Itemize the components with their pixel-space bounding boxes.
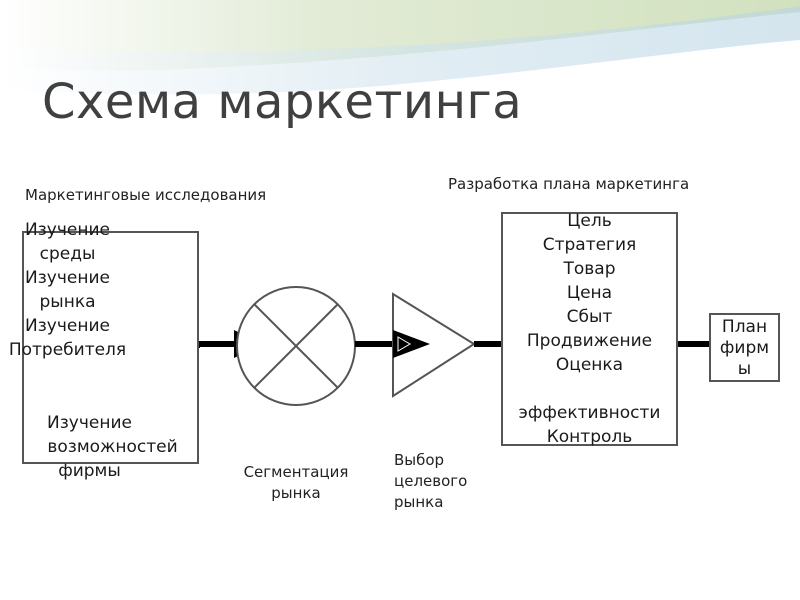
target-caption-line: Выбор xyxy=(394,451,445,469)
research-line: Изучение xyxy=(47,413,132,433)
research-bottom-group: Изучение возможностей фирмы xyxy=(24,411,197,483)
segmentation-caption-line: рынка xyxy=(271,484,321,502)
arrow-glyph-target xyxy=(397,336,411,352)
research-line: Изучение xyxy=(25,220,110,240)
plan-line xyxy=(503,377,676,401)
research-box: Изучение среды Изучение рынка Изучение П… xyxy=(9,220,199,481)
plan-line: Продвижение xyxy=(526,331,653,351)
segmentation-caption: Сегментация рынка xyxy=(232,462,360,504)
plan-box: Цель Стратегия Товар Цена Сбыт Продвижен… xyxy=(501,209,678,449)
plan-line: Контроль xyxy=(546,427,633,447)
target-caption-line: рынка xyxy=(394,493,444,511)
plan-line: Оценка xyxy=(555,355,624,375)
target-caption: Выбор целевого рынка xyxy=(394,450,467,513)
segmentation-mixer-symbol xyxy=(236,286,356,406)
target-selection-symbol xyxy=(392,292,476,398)
research-line: среды xyxy=(39,244,96,264)
arrow-into-target xyxy=(393,330,430,358)
plan-line: Стратегия xyxy=(542,235,637,255)
research-line: фирмы xyxy=(58,461,121,481)
plan-line: Цель xyxy=(567,211,612,231)
plan-lines: Цель Стратегия Товар Цена Сбыт Продвижен… xyxy=(503,209,676,449)
plan-line: эффективности xyxy=(518,403,661,423)
research-line: рынка xyxy=(39,292,96,312)
target-caption-line: целевого xyxy=(394,472,468,490)
plan-heading: Разработка плана маркетинга xyxy=(448,175,690,193)
firm-plan-line: ы xyxy=(737,359,752,379)
firm-plan-line: План xyxy=(721,317,768,337)
research-line: возможностей xyxy=(47,437,178,457)
research-heading: Маркетинговые исследования xyxy=(25,186,267,204)
research-line: Изучение xyxy=(25,316,110,336)
background-swoosh xyxy=(0,0,800,120)
plan-line: Товар xyxy=(563,259,616,279)
firm-plan-line: фирм xyxy=(719,338,770,358)
plan-line: Сбыт xyxy=(566,307,613,327)
research-top-group: Изучение среды Изучение рынка Изучение П… xyxy=(9,218,197,362)
research-line: Изучение xyxy=(25,268,110,288)
plan-line: Цена xyxy=(566,283,613,303)
segmentation-caption-line: Сегментация xyxy=(243,463,349,481)
arrow-glyph-segmentation xyxy=(238,336,252,352)
firm-plan-box: План фирм ы xyxy=(709,313,780,382)
page-title: Схема маркетинга xyxy=(42,74,523,130)
arrow-into-segmentation xyxy=(234,330,263,358)
research-line: Потребителя xyxy=(8,340,127,360)
